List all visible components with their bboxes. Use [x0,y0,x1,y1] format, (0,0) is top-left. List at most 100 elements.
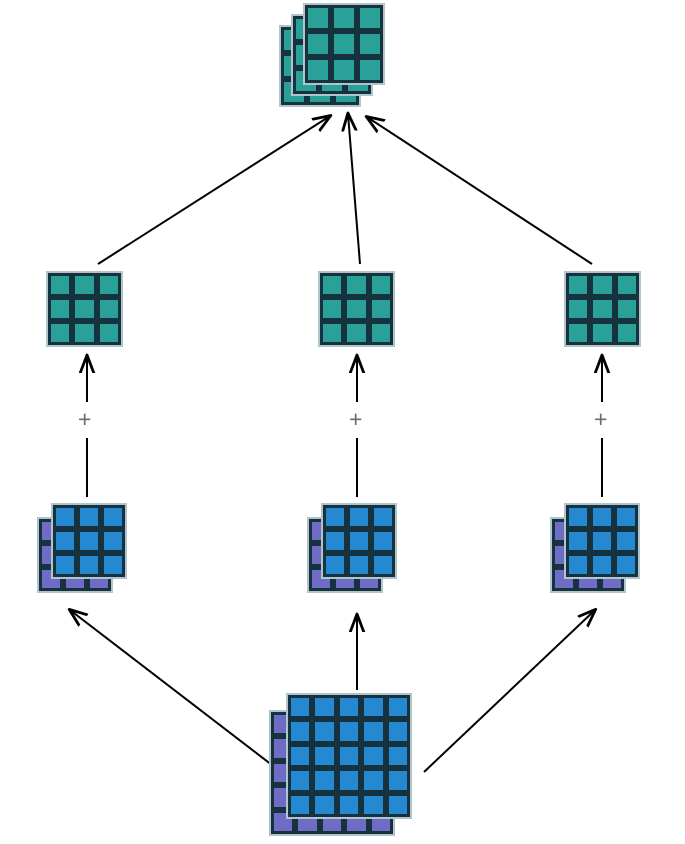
grid-cell [344,321,369,345]
grid-cell [566,553,590,577]
grid-cell [614,273,639,297]
grid-cell [96,273,121,297]
head-output-center [318,271,395,347]
grid-cell [347,553,371,577]
grid-cell [320,297,345,321]
grid-cell [614,321,639,345]
grid-cell [48,321,73,345]
input-tensor-stack-front-layer [286,693,412,819]
grid-cell [323,505,347,529]
grid-cell [288,792,313,817]
grid-cell [305,31,331,57]
plus-right: + [594,406,608,432]
fan-in-arrow-group [97,114,593,265]
grid-cell [48,273,73,297]
grid-cell [590,505,614,529]
grid-cell [320,321,345,345]
head-input-right-front-layer [564,503,640,579]
grid-cell [357,57,383,83]
grid-cell [72,273,97,297]
grid-cell [96,297,121,321]
grid-cell [336,768,362,793]
grid-cell [53,505,77,529]
grid-cell [368,297,393,321]
grid-cell [72,321,97,345]
grid-cell [331,57,357,83]
grid-cell [288,695,313,720]
grid-cell [309,567,333,591]
grid-cell [77,505,101,529]
arrow-input-to-right [423,610,595,773]
grid-cell [368,273,393,297]
grid-cell [614,505,638,529]
grid-cell [614,297,639,321]
grid-cell [305,57,331,83]
grid-cell [72,297,97,321]
grid-cell [77,553,101,577]
grid-cell [614,553,638,577]
grid-cell [336,695,362,720]
grid-cell [53,553,77,577]
grid-cell [53,529,77,553]
grid-cell [368,321,393,345]
arrow-center-to-output [348,114,361,265]
head-output-right [564,271,641,347]
grid-cell [312,743,337,769]
grid-cell [590,273,615,297]
grid-cell [312,719,337,744]
grid-cell [347,529,371,553]
grid-cell [305,5,331,31]
grid-cell [96,321,121,345]
plus-left: + [78,406,92,432]
grid-cell [566,529,590,553]
grid-cell [385,695,410,720]
grid-cell [77,529,101,553]
plus-center: + [349,406,363,432]
grid-cell [566,505,590,529]
grid-cell [347,505,371,529]
grid-cell [288,719,313,744]
grid-cell [590,321,615,345]
grid-cell [385,743,410,769]
grid-cell [361,768,386,793]
grid-cell [385,719,410,744]
grid-cell [361,695,386,720]
grid-cell [331,5,357,31]
grid-cell [336,743,362,769]
grid-cell [271,809,296,834]
grid-cell [320,273,345,297]
grid-cell [371,529,395,553]
grid-cell [590,297,615,321]
grid-cell [344,273,369,297]
grid-cell [385,792,410,817]
grid-cell [101,505,125,529]
arrow-input-to-left [70,610,286,776]
grid-cell [336,719,362,744]
grid-cell [385,768,410,793]
grid-cell [357,31,383,57]
vertical-link-group [87,356,602,497]
grid-cell [590,529,614,553]
grid-cell [336,792,362,817]
output-tensor-stack-layer-3 [303,3,385,85]
grid-cell [312,768,337,793]
grid-cell [566,297,591,321]
grid-cell [344,297,369,321]
grid-cell [323,553,347,577]
grid-cell [288,768,313,793]
grid-cell [48,297,73,321]
grid-cell [361,719,386,744]
grid-cell [361,792,386,817]
grid-cell [614,529,638,553]
arrow-right-to-output [367,117,593,265]
grid-cell [357,5,383,31]
grid-cell [323,529,347,553]
grid-cell [371,553,395,577]
head-input-left-front-layer [51,503,127,579]
grid-cell [331,31,357,57]
grid-cell [101,529,125,553]
grid-cell [566,273,591,297]
grid-cell [566,321,591,345]
grid-cell [101,553,125,577]
